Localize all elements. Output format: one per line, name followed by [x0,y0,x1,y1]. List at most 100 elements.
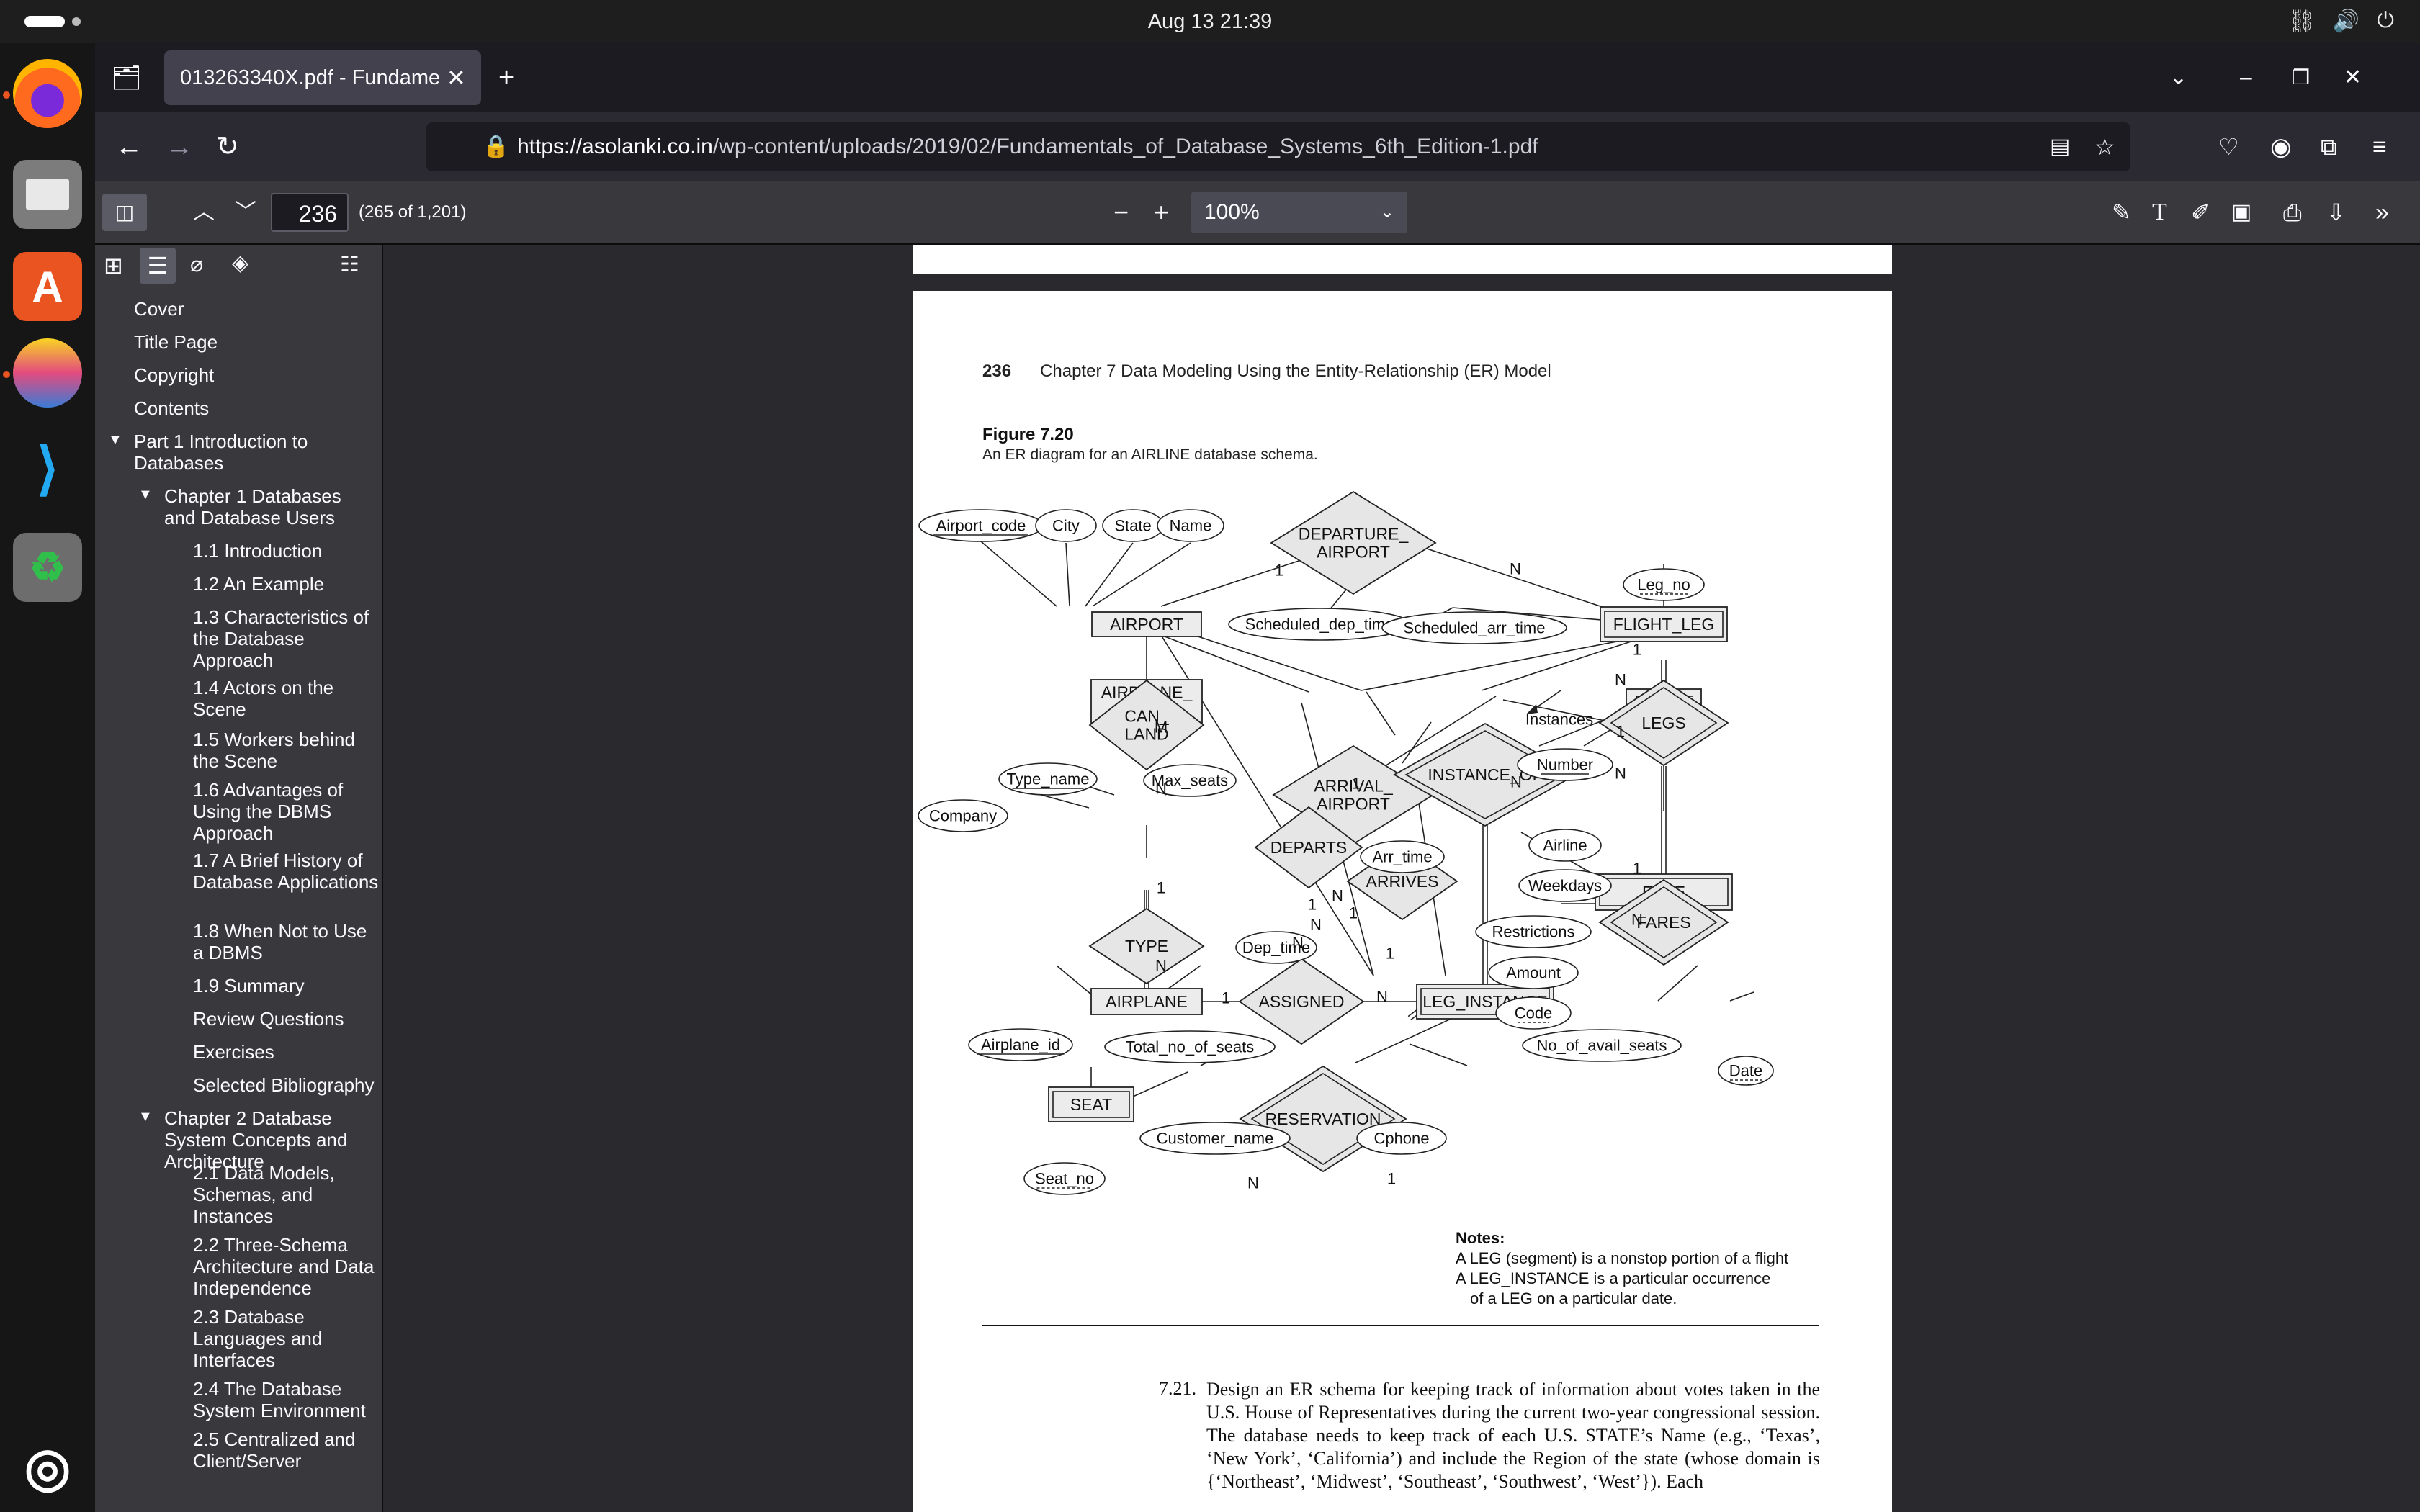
outline-item[interactable]: Contents [134,397,210,419]
reader-view-icon[interactable]: ▤ [2050,135,2071,158]
print-icon[interactable]: ⎙ [2283,199,2302,225]
expand-toggle-icon[interactable]: ▼ [138,487,153,503]
close-window-button[interactable]: ✕ [2344,66,2362,89]
outline-item[interactable]: 1.4 Actors on the Scene [193,677,334,720]
tab-pdf[interactable]: 013263340X.pdf - Fundamentals ✕ [164,50,481,105]
attribute-label: Date [1729,1062,1762,1080]
outline-item[interactable]: 1.1 Introduction [193,540,323,562]
app-center-icon[interactable]: A [13,252,82,321]
outline-item[interactable]: 1.5 Workers behind the Scene [193,729,355,772]
bookmark-star-icon[interactable]: ☆ [2094,134,2115,160]
outline-item[interactable]: 2.4 The Database System Environment [193,1378,366,1421]
outline-item[interactable]: Chapter 1 Databases and Database Users [164,485,341,528]
files-icon[interactable] [13,160,82,229]
pictures-app-icon[interactable] [13,338,82,408]
outline-item[interactable]: 2.1 Data Models, Schemas, and Instances [193,1162,335,1227]
previous-page-icon[interactable]: ︿ [193,200,215,224]
tab-overview-icon[interactable]: 🗂 [111,64,143,91]
connector-line [1160,634,1309,693]
outline-item[interactable]: 1.2 An Example [193,573,325,595]
zoom-in-icon[interactable]: + [1154,197,1170,227]
activities-indicator[interactable] [24,16,65,27]
outline-item[interactable]: 1.3 Characteristics of the Database Appr… [193,606,369,671]
cardinality-label: 1 [1633,641,1641,659]
cardinality-label: N [1155,780,1167,798]
attribute-ellipse [1235,931,1317,964]
power-icon[interactable]: ⏻ [2377,9,2394,32]
cardinality-label: 1 [1349,904,1358,922]
outline-item[interactable]: 2.5 Centralized and Client/Server [193,1428,356,1472]
expand-toggle-icon[interactable]: ▼ [108,432,122,448]
current-outline-item-icon[interactable]: ☷ [340,253,359,276]
attribute-ellipse [1381,611,1567,644]
outline-item[interactable]: 1.8 When Not to Use a DBMS [193,920,367,963]
tab-close-icon[interactable]: ✕ [447,65,466,91]
new-tab-button[interactable]: + [498,63,515,93]
outline-icon[interactable]: ☰ [140,248,176,284]
pocket-icon[interactable]: ♡ [2218,134,2239,160]
outline-item[interactable]: 2.3 Database Languages and Interfaces [193,1306,323,1371]
expand-toggle-icon[interactable]: ▼ [138,1109,153,1125]
outline-item[interactable]: Review Questions [193,1008,344,1030]
entity-label: AIRPORT [1110,615,1183,634]
volume-icon[interactable]: 🔊 [2332,9,2360,33]
attribute-ellipse [1104,1030,1276,1063]
lock-icon[interactable]: 🔒 [483,135,510,158]
minimize-button[interactable]: – [2240,66,2252,89]
outline-item[interactable]: 1.9 Summary [193,975,305,996]
outline-item[interactable]: Exercises [193,1041,274,1063]
tools-icon[interactable]: » [2375,199,2389,226]
system-top-bar: Aug 13 21:39 ⛓ 🔊 ⏻ [0,0,2420,43]
attribute-label: Cphone [1373,1130,1429,1148]
forward-button[interactable]: → [166,132,193,162]
extensions-icon[interactable]: ⧉ [2321,134,2337,160]
outline-item[interactable]: 1.7 A Brief History of Database Applicat… [193,850,379,893]
attribute-ellipse [1360,840,1445,873]
cardinality-label: N [1247,1174,1259,1192]
show-apps-icon[interactable]: ◎ [24,1437,71,1497]
outline-item[interactable]: Cover [134,298,184,320]
image-icon[interactable]: ▣ [2231,200,2252,224]
restore-button[interactable]: ❐ [2292,66,2311,89]
zoom-select[interactable]: 100% ⌄ [1191,192,1407,233]
attribute-ellipse [1495,996,1572,1030]
page-number-input[interactable]: 236 [271,193,349,232]
relationship-label: CAN_LAND [1124,706,1170,743]
firefox-icon[interactable] [13,59,82,128]
url-bar[interactable]: 🔒 https://asolanki.co.in/wp-content/uplo… [426,122,2130,171]
attachments-icon[interactable]: ⌀ [190,253,204,276]
clock[interactable]: Aug 13 21:39 [1147,10,1273,33]
text-tool-icon[interactable]: T [2152,199,2167,225]
system-tray[interactable]: ⛓ 🔊 ⏻ [2288,9,2394,35]
workspace-dot[interactable] [72,17,81,26]
thumbnails-icon[interactable]: ⊞ [104,253,123,279]
network-icon[interactable]: ⛓ [2287,9,2316,33]
list-tabs-icon[interactable]: ⌄ [2169,66,2188,89]
outline-item[interactable]: 1.6 Advantages of Using the DBMS Approac… [193,779,344,844]
zoom-out-icon[interactable]: − [1113,197,1129,227]
outline-item[interactable]: Chapter 2 Database System Concepts and A… [164,1107,348,1172]
highlight-icon[interactable]: ✎ [2112,199,2131,225]
back-button[interactable]: ← [115,132,143,162]
reload-button[interactable]: ↻ [216,132,239,162]
sidebar-toggle-icon[interactable]: ◫ [102,194,147,231]
attribute-ellipse [968,1028,1073,1061]
draw-icon[interactable]: ✐ [2191,199,2210,225]
outline-item[interactable]: Selected Bibliography [193,1074,375,1096]
vscode-icon[interactable]: ⟩ [36,436,59,500]
outline-item[interactable]: Part 1 Introduction to Databases [134,431,308,474]
layers-icon[interactable]: ◈ [232,251,249,275]
outline-item[interactable]: Title Page [134,331,218,353]
save-icon[interactable]: ⇩ [2326,199,2346,225]
trash-icon[interactable]: ♻ [13,533,82,602]
outline-item[interactable]: Copyright [134,364,215,386]
relationship-label: DEPARTURE_AIRPORT [1299,524,1410,561]
outline-item[interactable]: 2.2 Three-Schema Architecture and Data I… [193,1234,375,1299]
account-icon[interactable]: ◉ [2270,133,2292,161]
connector-line [1481,634,1652,691]
entity-inner-box [1604,611,1724,638]
next-page-icon[interactable]: ﹀ [235,200,256,224]
relationship-diamond [1598,878,1729,966]
menu-icon[interactable]: ≡ [2372,133,2387,161]
